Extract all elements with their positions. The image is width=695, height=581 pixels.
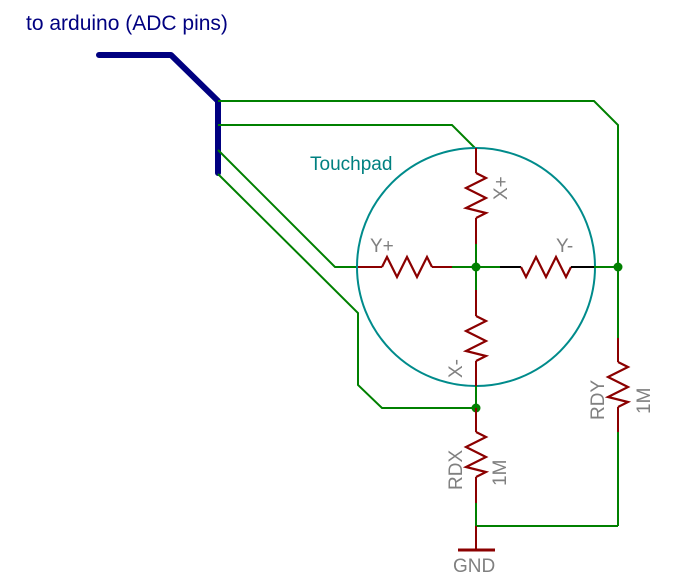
- arduino-adc-bus: [96, 52, 221, 176]
- rdx-name-label: RDX: [446, 450, 467, 490]
- pin-label-x-plus: X+: [491, 176, 512, 200]
- wire-y-plus: [217, 149, 358, 268]
- rdy-name-label: RDY: [588, 380, 609, 420]
- resistor-x-plus: [462, 148, 490, 244]
- resistor-x-minus: [462, 290, 490, 386]
- wire-x-plus: [218, 124, 476, 149]
- center-junction: [471, 262, 481, 272]
- resistor-rdy: [604, 338, 632, 432]
- rdx-value-label: 1M: [490, 460, 511, 486]
- rdy-value-label: 1M: [634, 388, 655, 414]
- wire-y-minus: [218, 100, 619, 267]
- pin-label-y-minus: Y-: [556, 236, 573, 257]
- pin-label-y-plus: Y+: [370, 236, 394, 257]
- touchpad-label: Touchpad: [310, 154, 392, 175]
- pin-label-x-minus: X-: [446, 359, 467, 378]
- resistor-rdx: [462, 408, 490, 503]
- resistor-y-minus: [500, 254, 594, 280]
- ground-label: GND: [453, 556, 495, 577]
- wire-x-minus: [217, 173, 475, 409]
- resistor-y-plus: [358, 254, 452, 280]
- bus-title-label: to arduino (ADC pins): [26, 12, 228, 35]
- ground-symbol: [458, 526, 495, 552]
